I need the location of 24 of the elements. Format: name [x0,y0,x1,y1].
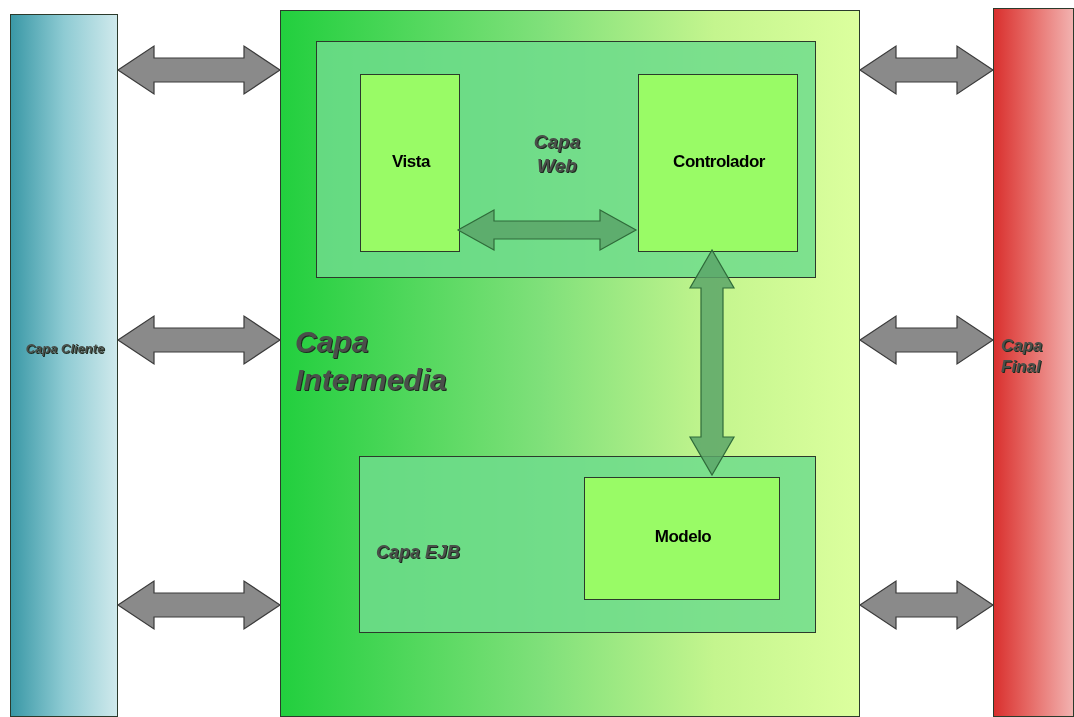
double-arrow [858,44,995,96]
layer-label: Capa Final [1001,335,1044,378]
tier-bar [993,8,1074,717]
layer-label: Capa Web [532,130,582,178]
component-box [360,74,460,252]
double-arrow [116,44,282,96]
component-box [638,74,798,252]
component-label: Controlador [672,151,766,173]
double-arrow [858,314,995,366]
layer-label: Capa Intermedia [295,324,448,398]
double-arrow [858,579,995,631]
component-label: Vista [391,151,432,173]
component-label: Modelo [653,526,713,548]
double-arrow [456,209,638,251]
layer-box [359,456,816,633]
double-arrow [688,248,736,477]
component-box [584,477,780,600]
tier-panel [280,10,860,717]
layer-box [316,41,816,278]
tier-bar [10,14,118,717]
layer-label: Capa Cliente [24,341,106,358]
layer-label: Capa EJB [376,541,462,564]
double-arrow [116,579,282,631]
double-arrow [116,314,282,366]
